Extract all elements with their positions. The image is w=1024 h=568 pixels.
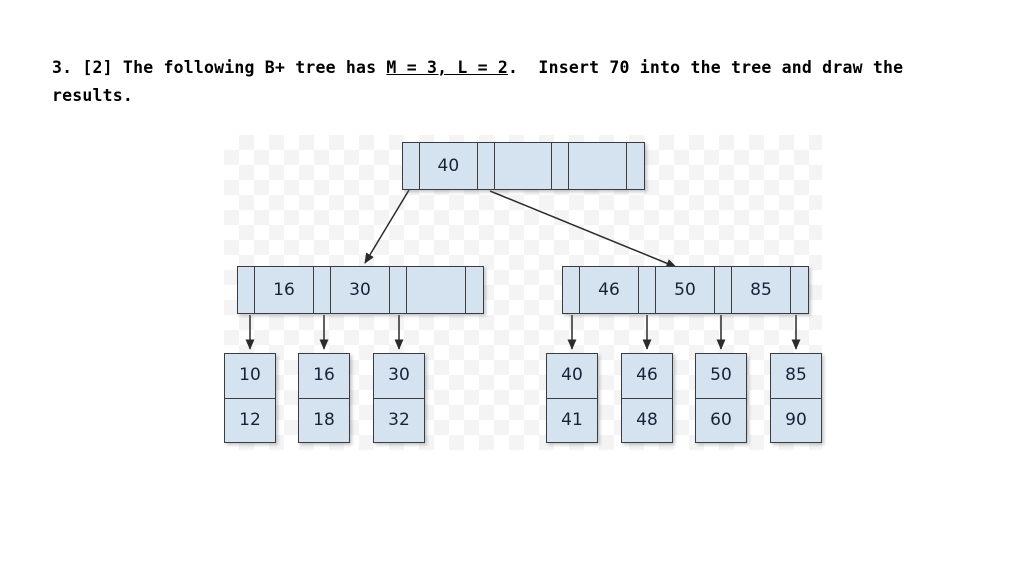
- question-text-before: 3. [2] The following B+ tree has: [52, 58, 387, 77]
- leaf-1-value-1: 12: [239, 409, 261, 430]
- root-pointer-0: [403, 143, 420, 189]
- internal-right-pointer-2: [715, 267, 732, 313]
- leaf-7-value-1: 90: [785, 409, 807, 430]
- internal-left-pointer-2: [390, 267, 407, 313]
- leaf-1-value-0: 10: [225, 354, 275, 399]
- internal-left-pointer-0: [238, 267, 255, 313]
- leaf-2-value-1: 18: [313, 409, 335, 430]
- internal-left-key-1: 30: [331, 267, 390, 313]
- internal-left-pointer-3: [466, 267, 483, 313]
- root-key-1: [494, 143, 553, 189]
- root-key-0: 40: [420, 143, 478, 189]
- leaf-4-value-1: 41: [561, 409, 583, 430]
- internal-node-right: 46 50 85: [562, 266, 809, 314]
- internal-node-left: 16 30: [237, 266, 484, 314]
- leaf-4: 40 41: [546, 353, 598, 443]
- root-pointer-2: [552, 143, 570, 189]
- question-text: 3. [2] The following B+ tree has M = 3, …: [52, 54, 982, 110]
- leaf-5: 46 48: [621, 353, 673, 443]
- internal-right-key-1: 50: [656, 267, 715, 313]
- leaf-3-value-1: 32: [388, 409, 410, 430]
- leaf-3: 30 32: [373, 353, 425, 443]
- leaf-6-value-0: 50: [696, 354, 746, 399]
- leaf-3-value-0: 30: [374, 354, 424, 399]
- root-key-2: [569, 143, 628, 189]
- edge-root-to-right-internal: [489, 190, 677, 268]
- internal-left-key-0: 16: [255, 267, 314, 313]
- internal-right-pointer-3: [791, 267, 808, 313]
- internal-right-pointer-1: [639, 267, 656, 313]
- edge-root-to-left-internal: [364, 189, 410, 264]
- question-params-underlined: M = 3, L = 2: [386, 58, 509, 77]
- root-pointer-3: [627, 143, 645, 189]
- leaf-2-value-0: 16: [299, 354, 349, 399]
- leaf-1: 10 12: [224, 353, 276, 443]
- root-node: 40: [402, 142, 645, 190]
- internal-right-pointer-0: [563, 267, 580, 313]
- bplus-tree-diagram: 40 16 30 46 50 85 10 12 16 18 30 32: [224, 135, 822, 450]
- leaf-6: 50 60: [695, 353, 747, 443]
- internal-left-pointer-1: [314, 267, 331, 313]
- leaf-4-value-0: 40: [547, 354, 597, 399]
- internal-right-key-0: 46: [580, 267, 639, 313]
- leaf-6-value-1: 60: [710, 409, 732, 430]
- leaf-2: 16 18: [298, 353, 350, 443]
- leaf-5-value-0: 46: [622, 354, 672, 399]
- internal-right-key-2: 85: [732, 267, 791, 313]
- leaf-7: 85 90: [770, 353, 822, 443]
- leaf-7-value-0: 85: [771, 354, 821, 399]
- internal-left-key-2: [407, 267, 466, 313]
- question-text-after: . Insert 70 into the tree and draw the r…: [52, 58, 914, 105]
- leaf-5-value-1: 48: [636, 409, 658, 430]
- root-pointer-1: [477, 143, 495, 189]
- tree-edge-arrows: [245, 189, 801, 350]
